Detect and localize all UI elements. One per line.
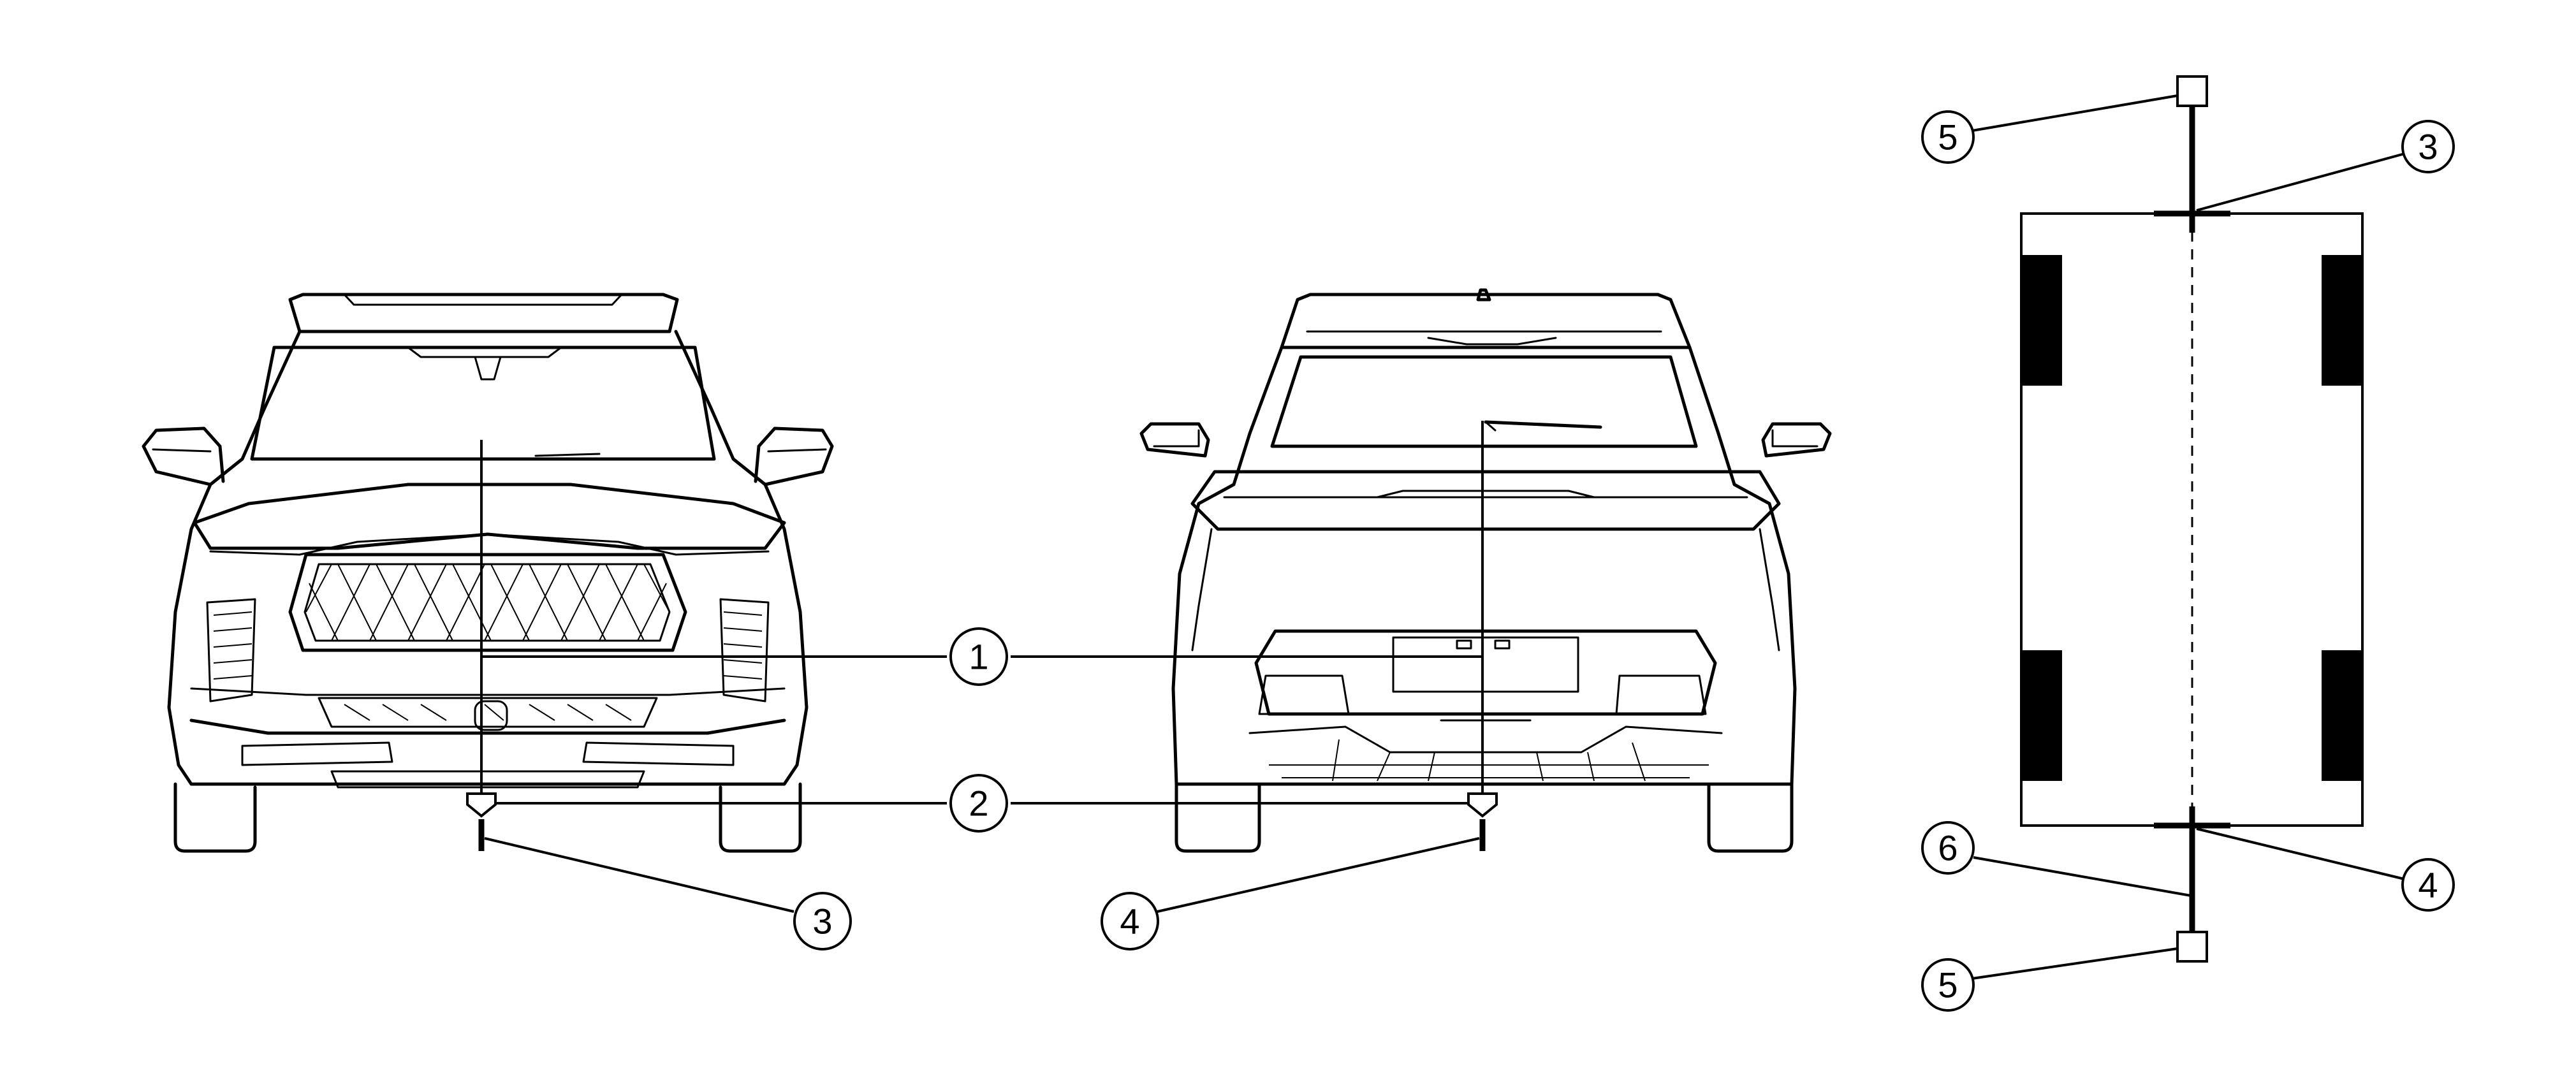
callout-4-leader-rear: [1157, 837, 1480, 913]
callout-4-top-label: 4: [2418, 865, 2438, 905]
callout-4-rear-label: 4: [1120, 901, 1139, 942]
callout-1-label: 1: [969, 637, 988, 677]
rear-plumb-bob: [1467, 792, 1498, 818]
callout-6-label: 6: [1938, 828, 1958, 868]
callout-5-leader-bottom: [1972, 947, 2178, 980]
rear-view-vehicle: [1139, 288, 1832, 853]
front-right-wheel: [2322, 255, 2362, 386]
callout-6-leader: [1973, 856, 2192, 897]
rear-stake: [2176, 931, 2208, 963]
callout-5-bottom-label: 5: [1938, 965, 1958, 1005]
front-view-vehicle: [142, 293, 834, 853]
callout-4-top: 4: [2401, 858, 2455, 912]
callout-4-rear: 4: [1101, 892, 1159, 950]
callout-5-bottom: 5: [1921, 958, 1975, 1012]
callout-5-top-label: 5: [1938, 117, 1958, 157]
callout-3-leader-top: [2196, 152, 2408, 212]
callout-5-leader-top: [1972, 94, 2178, 132]
callout-2: 2: [949, 774, 1008, 833]
rear-right-wheel: [2322, 650, 2362, 781]
grille-mesh: [305, 564, 670, 641]
callout-3-leader-front: [484, 837, 794, 913]
callout-5-top: 5: [1921, 110, 1975, 164]
front-left-wheel: [2021, 255, 2062, 386]
callout-3-front-label: 3: [812, 901, 832, 942]
callout-3-top-label: 3: [2418, 127, 2438, 167]
rear-left-wheel: [2021, 650, 2062, 781]
callout-3-top: 3: [2401, 120, 2455, 173]
callout-2-label: 2: [969, 783, 988, 824]
callout-6: 6: [1921, 821, 1975, 875]
callout-3-front: 3: [793, 892, 852, 950]
front-plumb-bob: [466, 792, 497, 818]
callout-4-leader-top: [2196, 827, 2408, 881]
front-stake: [2176, 75, 2208, 107]
measurement-lines: [466, 421, 1498, 913]
top-view-layout: [1972, 75, 2408, 980]
callout-1: 1: [949, 627, 1008, 686]
